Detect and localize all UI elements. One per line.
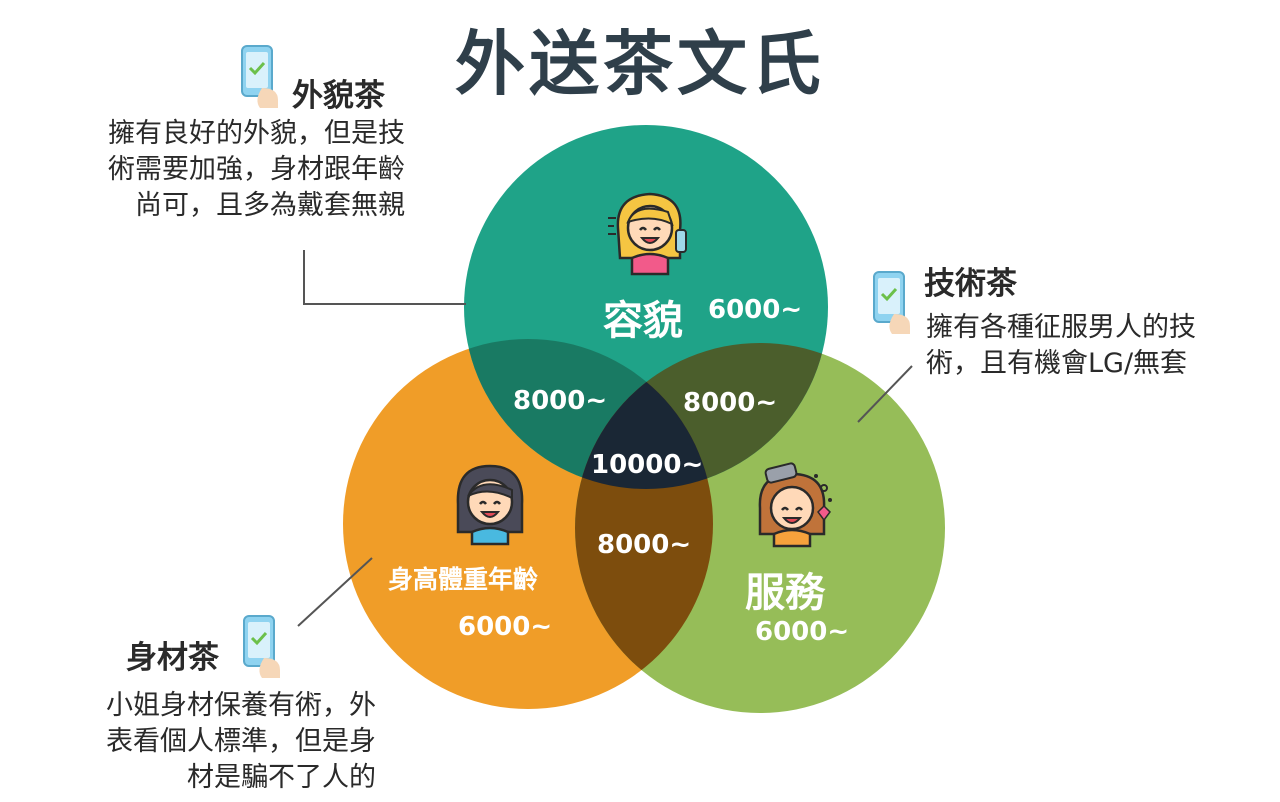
blonde-girl-icon bbox=[608, 192, 687, 276]
heading-skill-tea: 技術茶 bbox=[924, 266, 1017, 302]
desc-skill-tea: 擁有各種征服男人的技 術，且有機會LG/無套 bbox=[926, 310, 1196, 382]
price-appearance: 6000~ bbox=[708, 295, 803, 325]
heading-body-tea: 身材茶 bbox=[126, 640, 219, 676]
price-appearance-service: 8000~ bbox=[683, 388, 778, 418]
phone-check-icon bbox=[241, 45, 278, 108]
overlap-center bbox=[575, 343, 713, 489]
price-service: 6000~ bbox=[755, 617, 850, 647]
desc-appearance-tea: 擁有良好的外貌，但是技 術需要加強，身材跟年齡 尚可，且多為戴套無親 bbox=[108, 116, 405, 224]
leader-line-skill bbox=[857, 365, 913, 423]
desc-line: 擁有各種征服男人的技 bbox=[926, 312, 1196, 343]
price-center: 10000~ bbox=[591, 450, 704, 480]
circle-label-appearance: 容貌 bbox=[603, 298, 683, 344]
desc-line: 術，且有機會LG/無套 bbox=[926, 348, 1188, 379]
desc-body-tea: 小姐身材保養有術，外 表看個人標準，但是身 材是騙不了人的 bbox=[106, 688, 376, 796]
price-appearance-body: 8000~ bbox=[513, 386, 608, 416]
desc-line: 術需要加強，身材跟年齡 bbox=[108, 154, 405, 185]
leader-line-appearance bbox=[303, 250, 466, 305]
phone-check-icon bbox=[243, 615, 280, 678]
desc-line: 小姐身材保養有術，外 bbox=[106, 690, 376, 721]
brown-hair-girl-icon bbox=[758, 462, 832, 548]
price-body: 6000~ bbox=[458, 612, 553, 642]
circle-label-service: 服務 bbox=[745, 570, 825, 616]
leader-line-body bbox=[297, 557, 373, 627]
desc-line: 擁有良好的外貌，但是技 bbox=[108, 118, 405, 149]
dark-hair-girl-icon bbox=[456, 464, 524, 546]
desc-line: 尚可，且多為戴套無親 bbox=[135, 190, 405, 221]
heading-appearance-tea: 外貌茶 bbox=[292, 78, 385, 114]
price-body-service: 8000~ bbox=[597, 530, 692, 560]
circle-label-body: 身高體重年齡 bbox=[388, 565, 539, 594]
phone-check-icon bbox=[873, 271, 910, 334]
desc-line: 材是騙不了人的 bbox=[187, 762, 376, 793]
desc-line: 表看個人標準，但是身 bbox=[106, 726, 376, 757]
